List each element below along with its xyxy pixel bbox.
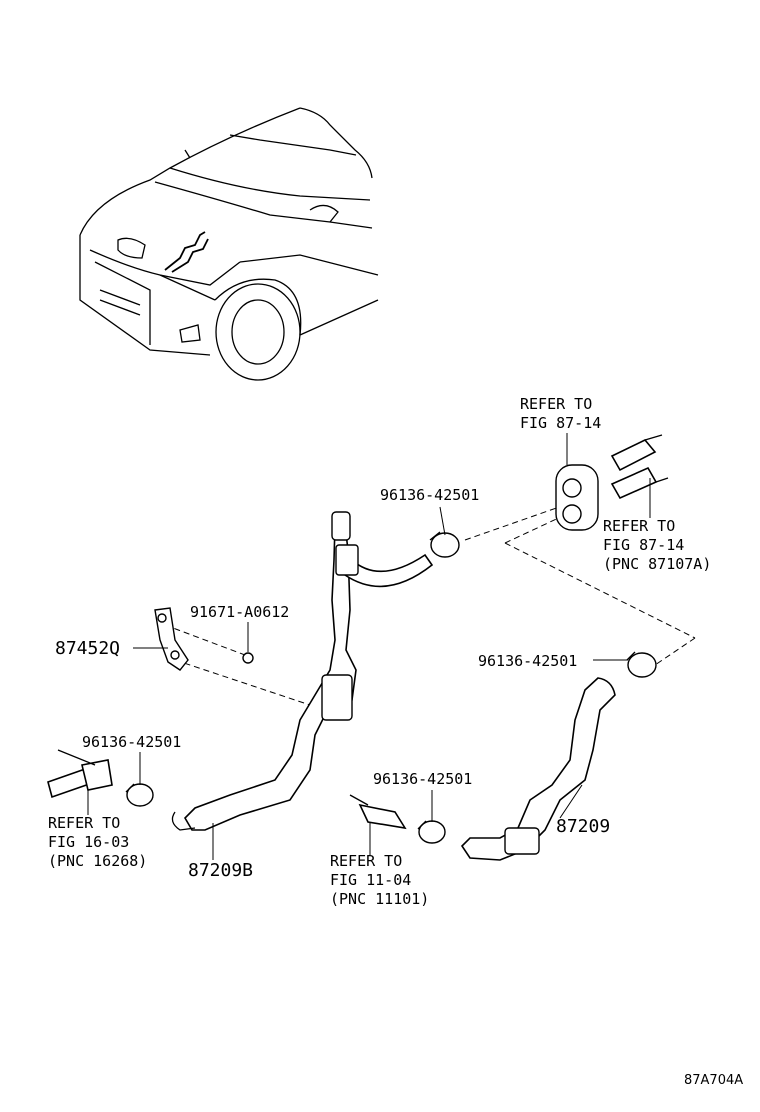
svg-text:REFER TO: REFER TO — [520, 395, 592, 413]
ref-label-mid: REFER TO FIG 11-04 (PNC 11101) — [330, 852, 429, 908]
ref-label-left: REFER TO FIG 16-03 (PNC 16268) — [48, 814, 147, 870]
ref-label-top: REFER TO FIG 87-14 — [520, 395, 601, 432]
part-label-clamp-2: 96136-42501 — [478, 652, 577, 670]
svg-text:REFER TO: REFER TO — [48, 814, 120, 832]
part-label-hose: 87209 — [556, 816, 610, 837]
svg-text:(PNC 87107A): (PNC 87107A) — [603, 555, 711, 573]
svg-text:(PNC 11101): (PNC 11101) — [330, 890, 429, 908]
pipe-mid — [349, 794, 407, 830]
bolt-91671 — [242, 652, 254, 664]
pipe-left — [47, 749, 113, 799]
figure-code: 87A704A — [684, 1073, 743, 1088]
svg-text:REFER TO: REFER TO — [330, 852, 402, 870]
dashed-leaders — [164, 504, 696, 706]
part-label-bolt: 91671-A0612 — [190, 603, 289, 621]
hose-87209 — [460, 677, 616, 861]
svg-text:FIG 16-03: FIG 16-03 — [48, 833, 129, 851]
ref-label-right: REFER TO FIG 87-14 (PNC 87107A) — [603, 517, 711, 573]
part-label-clamp-3: 96136-42501 — [82, 733, 181, 751]
svg-text:(PNC 16268): (PNC 16268) — [48, 852, 147, 870]
part-label-clamp-4: 96136-42501 — [373, 770, 472, 788]
bracket-87452q — [154, 607, 189, 671]
part-label-bracket: 87452Q — [55, 638, 120, 659]
label-leaders — [87, 433, 651, 860]
part-label-clamp-1: 96136-42501 — [380, 486, 479, 504]
vehicle-illustration — [79, 107, 379, 381]
svg-text:REFER TO: REFER TO — [603, 517, 675, 535]
svg-text:FIG 87-14: FIG 87-14 — [520, 414, 601, 432]
part-label-hose-b: 87209B — [188, 860, 253, 881]
svg-text:FIG 11-04: FIG 11-04 — [330, 871, 411, 889]
svg-text:FIG 87-14: FIG 87-14 — [603, 536, 684, 554]
grommet-assembly — [555, 434, 669, 531]
hose-87209b — [171, 511, 434, 831]
